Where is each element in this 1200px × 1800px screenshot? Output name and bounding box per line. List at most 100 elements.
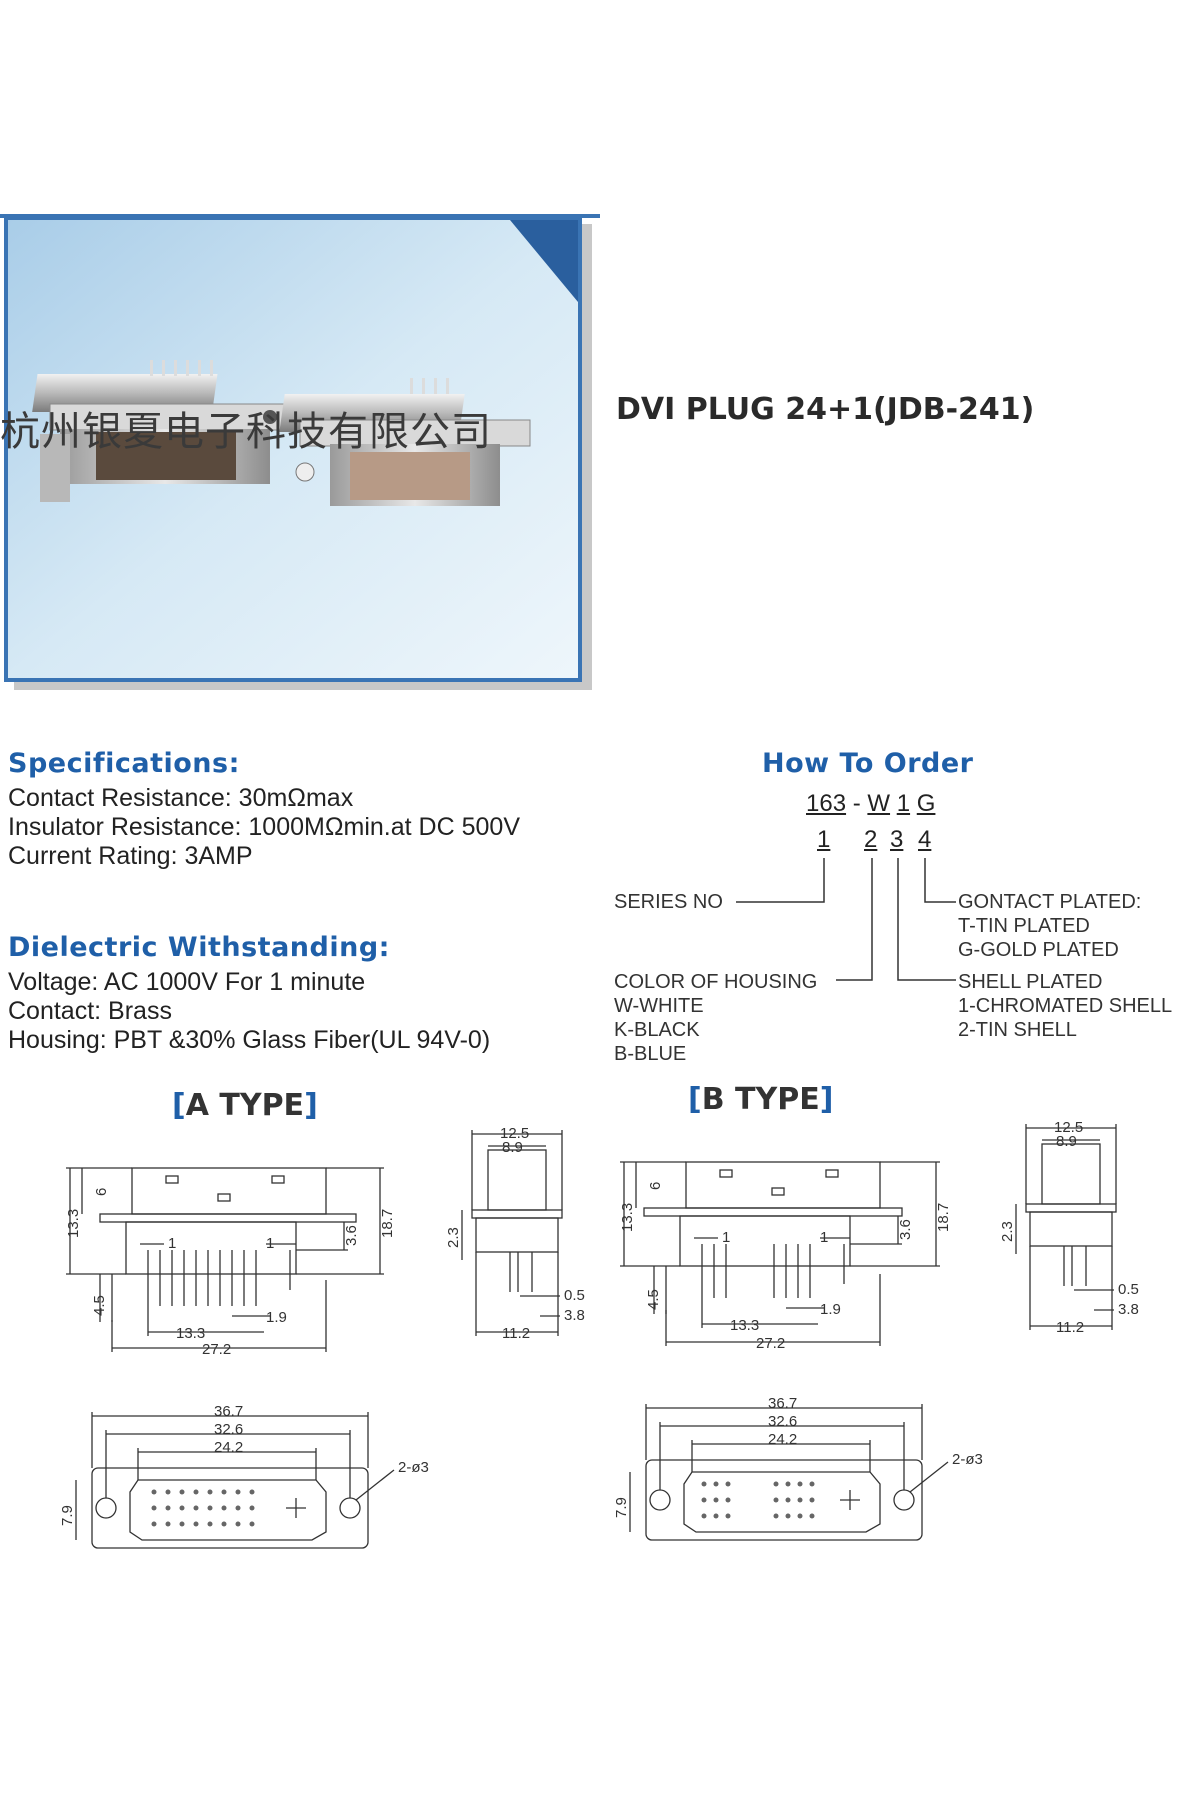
product-title: DVI PLUG 24+1(JDB-241): [616, 392, 1035, 427]
a-side-top: [487, 1149, 547, 1211]
order-code-sep: -: [852, 790, 861, 817]
b-side-3-8: 3.8: [1118, 1301, 1139, 1318]
a-dim-1-9: 1.9: [266, 1309, 287, 1326]
a-side-body: [475, 1217, 559, 1253]
shell-option-tin: 2-TIN SHELL: [958, 1019, 1077, 1041]
housing-color-block: COLOR OF HOUSING W-WHITE K-BLACK B-BLUE: [614, 970, 817, 1066]
b-side-body: [1029, 1211, 1113, 1247]
order-code: 163 - W 1 G: [806, 790, 935, 818]
a-dim-18-7: 18.7: [379, 1209, 396, 1238]
a-face-hole-left: [95, 1497, 117, 1519]
shell-label: SHELL PLATED: [958, 971, 1103, 993]
a-type-bracket-close: ]: [304, 1088, 318, 1123]
a-face-receptacle: [129, 1479, 327, 1541]
b-side-11-2: 11.2: [1056, 1319, 1084, 1336]
b-type-bracket-open: [: [688, 1082, 702, 1117]
b-face-32-6: 32.6: [768, 1413, 797, 1430]
b-type-drawings: 6 13.3 18.7 3.6 4.5 1 1 13.3 1.9 27.2 12…: [613, 1119, 1139, 1541]
housing-color-white: W-WHITE: [614, 995, 704, 1017]
plating-block: GONTACT PLATED: T-TIN PLATED G-GOLD PLAT…: [958, 890, 1141, 962]
a-side-12-5: 12.5: [500, 1125, 529, 1142]
shell-option-chromated: 1-CHROMATED SHELL: [958, 995, 1173, 1017]
b-face-7-9: 7.9: [613, 1497, 630, 1518]
a-type-title-text: A TYPE: [185, 1088, 305, 1123]
order-code-color: W: [867, 790, 891, 817]
b-dim-27-2: 27.2: [756, 1335, 785, 1352]
b-face-hole-right: [893, 1489, 915, 1511]
b-side-0-5: 0.5: [1118, 1281, 1139, 1298]
a-side-2-3: 2.3: [445, 1227, 462, 1248]
b-side-12-5: 12.5: [1054, 1119, 1083, 1136]
b-side-flange: [1025, 1203, 1117, 1213]
dielectric-voltage: Voltage: AC 1000V For 1 minute: [8, 968, 366, 996]
b-side-top: [1041, 1143, 1101, 1205]
a-front-body-bottom: [125, 1221, 297, 1275]
a-side-3-8: 3.8: [564, 1307, 585, 1324]
a-face-24-2: 24.2: [214, 1439, 243, 1456]
spec-insulator-resistance: Insulator Resistance: 1000MΩmin.at DC 50…: [8, 813, 520, 841]
a-dim-13-3b: 13.3: [176, 1325, 205, 1342]
a-dim-27-2: 27.2: [202, 1341, 231, 1358]
b-face-receptacle: [683, 1471, 881, 1533]
b-front-body-top: [685, 1161, 881, 1209]
order-index-1: 1: [817, 826, 831, 853]
dielectric-heading: Dielectric Withstanding:: [8, 932, 390, 963]
connector-photo-2: [279, 378, 531, 506]
a-face-36-7: 36.7: [214, 1403, 243, 1420]
b-face-outline: [645, 1459, 923, 1541]
a-front-pins: [147, 1250, 291, 1306]
dielectric-housing: Housing: PBT &30% Glass Fiber(UL 94V-0): [8, 1026, 491, 1054]
b-face-hole-left: [649, 1489, 671, 1511]
a-face-32-6: 32.6: [214, 1421, 243, 1438]
a-dim-6: 6: [93, 1188, 110, 1196]
b-dim-6: 6: [647, 1182, 664, 1190]
a-pin1-left: 1: [168, 1235, 176, 1252]
a-type-title: [A TYPE]: [172, 1088, 318, 1123]
order-code-shell: 1: [896, 790, 911, 817]
product-photo-panel: 杭州银夏电子科技有限公司: [0, 214, 608, 694]
a-side-flange: [471, 1209, 563, 1219]
a-side-8-9: 8.9: [502, 1139, 523, 1156]
watermark: 杭州银夏电子科技有限公司: [0, 409, 492, 455]
plating-label: GONTACT PLATED:: [958, 891, 1142, 913]
a-type-bracket-open: [: [172, 1088, 186, 1123]
a-dim-13-3: 13.3: [65, 1209, 82, 1238]
b-dim-18-7: 18.7: [935, 1203, 952, 1232]
a-face-7-9: 7.9: [59, 1505, 76, 1526]
b-type-title: [B TYPE]: [688, 1082, 833, 1117]
a-face-outline: [91, 1467, 369, 1549]
b-type-bracket-close: ]: [819, 1082, 834, 1117]
a-front-body-top: [131, 1167, 327, 1215]
b-front-flange: [643, 1207, 903, 1217]
a-type-drawings: 6 13.3 18.7 3.6 4.5 1 1 13.3 1.9 27.2 12…: [59, 1125, 585, 1549]
spec-current-rating: Current Rating: 3AMP: [8, 842, 253, 870]
order-code-plating: G: [916, 790, 936, 817]
product-photo: [0, 214, 608, 690]
order-index-2: 2: [864, 826, 878, 853]
b-side-2-3: 2.3: [999, 1221, 1016, 1242]
plating-option-tin: T-TIN PLATED: [958, 915, 1090, 937]
specifications-list: Contact Resistance: 30mΩmax Insulator Re…: [8, 784, 520, 871]
how-to-order-heading: How To Order: [762, 748, 974, 779]
b-pin1-right: 1: [820, 1229, 828, 1246]
dielectric-contact: Contact: Brass: [8, 997, 172, 1025]
b-dim-4-5: 4.5: [645, 1289, 662, 1310]
b-face-hole: 2-ø3: [952, 1451, 983, 1468]
b-type-title-text: B TYPE: [701, 1082, 820, 1117]
b-pin1-left: 1: [722, 1229, 730, 1246]
b-face-24-2: 24.2: [768, 1431, 797, 1448]
order-leader-lines: [736, 858, 956, 981]
a-face-hole: 2-ø3: [398, 1459, 429, 1476]
order-index-3: 3: [890, 826, 904, 853]
a-pin1-right: 1: [266, 1235, 274, 1252]
series-no-label: SERIES NO: [614, 891, 723, 913]
a-dim-3-6: 3.6: [343, 1225, 360, 1246]
specifications-heading: Specifications:: [8, 748, 240, 779]
order-index-4: 4: [918, 826, 932, 853]
a-dim-4-5: 4.5: [91, 1295, 108, 1316]
b-side-8-9: 8.9: [1056, 1133, 1077, 1150]
b-dim-13-3: 13.3: [619, 1203, 636, 1232]
a-face-contacts: [151, 1489, 255, 1527]
b-dim-1-9: 1.9: [820, 1301, 841, 1318]
order-code-series: 163: [806, 790, 847, 817]
